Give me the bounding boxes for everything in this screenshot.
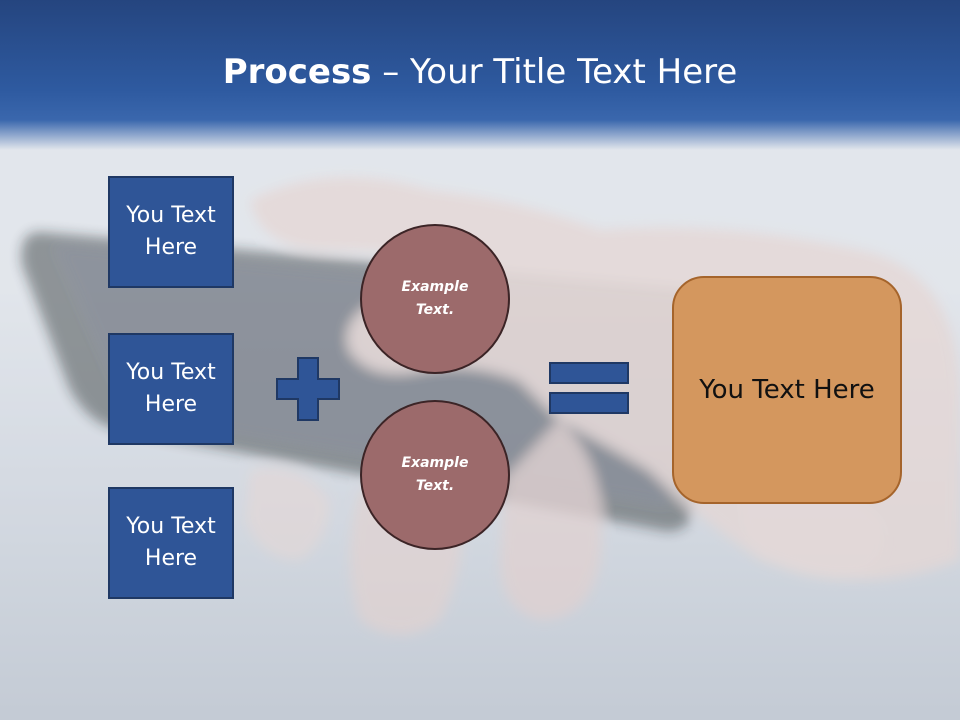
input-box-2: You Text Here	[108, 333, 234, 445]
result-box: You Text Here	[672, 276, 902, 504]
title-rest: – Your Title Text Here	[371, 52, 738, 92]
example-circle-1: Example Text.	[360, 224, 510, 374]
plus-icon	[276, 357, 340, 421]
page-title: Process – Your Title Text Here	[0, 52, 960, 92]
title-bold: Process	[222, 52, 372, 92]
input-box-3: You Text Here	[108, 487, 234, 599]
input-box-1: You Text Here	[108, 176, 234, 288]
title-bar	[0, 0, 960, 150]
equals-icon	[549, 362, 629, 414]
example-circle-2: Example Text.	[360, 400, 510, 550]
